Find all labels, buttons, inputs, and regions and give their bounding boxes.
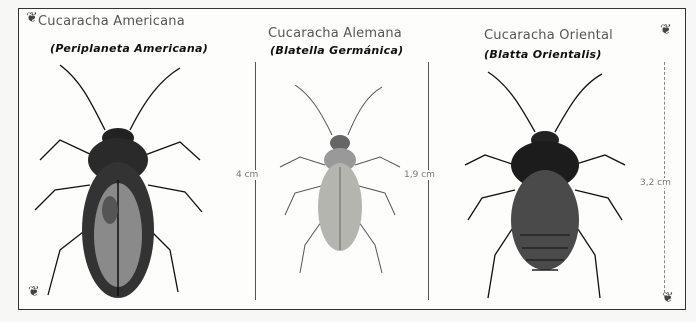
- species-3-common-name: Cucaracha Oriental: [484, 28, 613, 43]
- american-cockroach-illustration: [30, 60, 210, 305]
- corner-ornament-icon: ❦: [26, 10, 38, 26]
- species-1-scientific-name: (Periplaneta Americana): [50, 42, 208, 55]
- oriental-cockroach-illustration: [460, 70, 630, 305]
- species-2-common-name: Cucaracha Alemana: [268, 26, 402, 41]
- size-label-oriental: 3,2 cm: [638, 178, 673, 188]
- species-1-common-name: Cucaracha Americana: [38, 14, 185, 29]
- species-3-scientific-name: (Blatta Orientalis): [484, 48, 602, 61]
- size-label-german: 4 cm: [234, 170, 260, 180]
- german-cockroach-illustration: [270, 85, 410, 275]
- scale-line-left: [255, 62, 256, 300]
- scale-line-right: [428, 62, 429, 300]
- corner-ornament-icon: ❦: [660, 22, 672, 38]
- species-2-scientific-name: (Blatella Germánica): [270, 44, 404, 57]
